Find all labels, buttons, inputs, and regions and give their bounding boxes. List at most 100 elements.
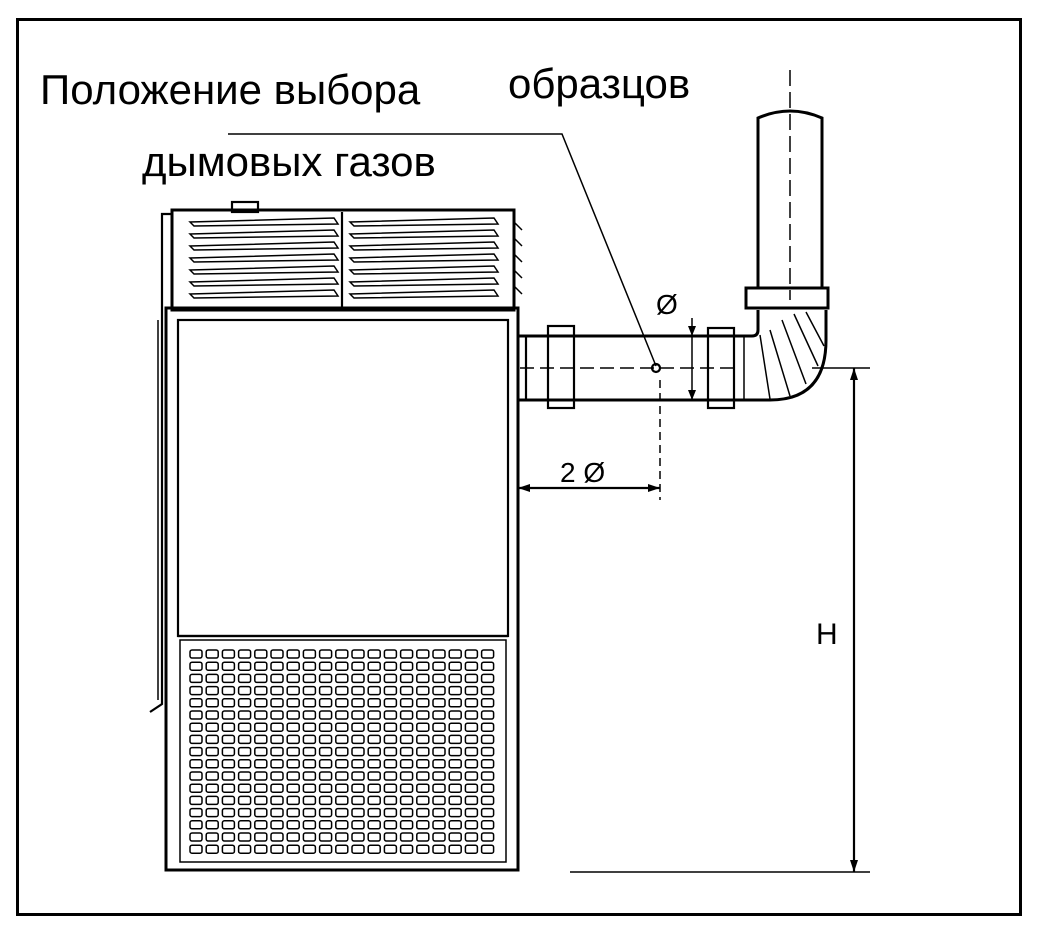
grille-cell	[286, 844, 300, 854]
dimension-diameter	[688, 318, 696, 400]
louvre-slat	[348, 277, 500, 287]
grille-cell	[189, 698, 203, 708]
grille-cell	[416, 771, 430, 781]
grille-cell	[189, 783, 203, 793]
grille-cell	[399, 722, 414, 732]
grille-cell	[383, 820, 398, 830]
grille-cell	[480, 795, 495, 806]
grille-cell	[270, 832, 284, 842]
grille-cell	[448, 771, 462, 781]
grille-cell	[189, 734, 203, 745]
grille-cell	[448, 722, 462, 732]
grille-cell	[302, 795, 317, 806]
grille-cell	[335, 698, 349, 708]
grille-cell	[351, 820, 365, 830]
grille-cell	[351, 844, 365, 854]
grille-cell	[270, 807, 284, 818]
grille-cell	[286, 734, 300, 745]
grille-cell	[399, 807, 414, 818]
grille-cell	[448, 673, 462, 684]
grille-cell	[448, 832, 462, 842]
grille-cell	[367, 722, 381, 732]
grille-cell	[254, 734, 268, 745]
grille-cell	[254, 807, 268, 818]
grille-cell	[432, 759, 446, 769]
grille-cell	[189, 722, 203, 732]
grille-cell	[270, 771, 284, 781]
grille-cell	[189, 673, 203, 684]
grille-cell	[367, 771, 381, 781]
grille-cell	[237, 759, 252, 769]
grille-cell	[432, 734, 446, 745]
grille-cell	[318, 710, 333, 720]
grille-cell	[189, 710, 203, 720]
grille-cell	[432, 698, 446, 708]
offset-label: 2 Ø	[560, 457, 605, 488]
grille-cell	[221, 795, 236, 806]
grille-cell	[464, 661, 479, 671]
louvre-slat	[348, 265, 500, 275]
grille-cell	[383, 685, 398, 696]
grille-cell	[335, 832, 349, 842]
grille-cell	[205, 807, 219, 818]
grille-cell	[189, 844, 203, 854]
grille-cell	[318, 807, 333, 818]
grille-cell	[367, 698, 381, 708]
grille-cell	[221, 710, 236, 720]
grille-cell	[367, 710, 381, 720]
grille-cell	[302, 807, 317, 818]
grille-cell	[367, 746, 381, 757]
grille-cell	[335, 661, 349, 671]
grille-cell	[318, 734, 333, 745]
grille-cell	[286, 759, 300, 769]
grille-cell	[221, 771, 236, 781]
grille-cell	[480, 844, 495, 854]
grille-cell	[351, 698, 365, 708]
grille-cell	[286, 795, 300, 806]
grille-cell	[383, 807, 398, 818]
grille-cell	[367, 649, 381, 659]
grille-cell	[318, 759, 333, 769]
grille-cell	[221, 698, 236, 708]
grille-cell	[270, 710, 284, 720]
grille-cell	[432, 771, 446, 781]
grille-cell	[318, 771, 333, 781]
grille-cell	[464, 649, 479, 659]
grille-cell	[367, 673, 381, 684]
grille-cell	[237, 746, 252, 757]
grille-cell	[480, 698, 495, 708]
grille-cell	[302, 759, 317, 769]
grille-cell	[254, 783, 268, 793]
grille-cell	[237, 807, 252, 818]
louvre-slat	[188, 289, 340, 299]
grille-cell	[286, 673, 300, 684]
grille-cell	[302, 844, 317, 854]
grille-cell	[270, 685, 284, 696]
grille-cell	[416, 734, 430, 745]
title-word2: образцов	[508, 60, 690, 107]
grille-cell	[351, 783, 365, 793]
grille-cell	[448, 710, 462, 720]
grille-cell	[237, 661, 252, 671]
grille-cell	[464, 820, 479, 830]
grille-cell	[383, 710, 398, 720]
grille-cell	[399, 795, 414, 806]
louvre-slat	[188, 217, 340, 227]
grille-cell	[399, 649, 414, 659]
grille-cell	[205, 698, 219, 708]
grille-cell	[205, 685, 219, 696]
grille-cell	[432, 832, 446, 842]
grille-cell	[464, 783, 479, 793]
grille-cell	[351, 734, 365, 745]
grille-cell	[205, 783, 219, 793]
grille-cell	[189, 649, 203, 659]
grille-cell	[480, 734, 495, 745]
grille-cell	[432, 783, 446, 793]
grille-cell	[302, 685, 317, 696]
grille-cell	[270, 722, 284, 732]
grille-cell	[335, 685, 349, 696]
grille-cell	[383, 832, 398, 842]
grille-cell	[432, 685, 446, 696]
grille-cell	[189, 661, 203, 671]
grille-cell	[432, 710, 446, 720]
